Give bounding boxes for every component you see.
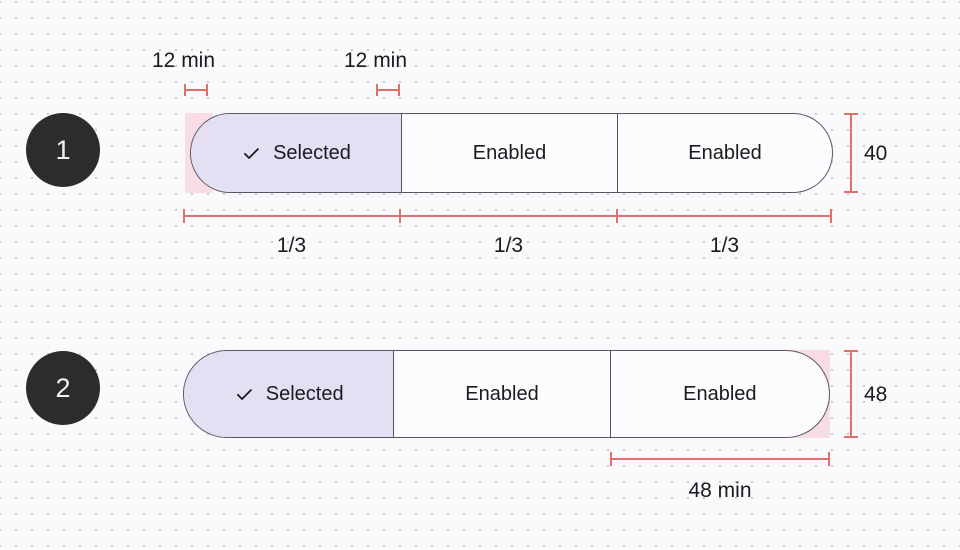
- segment-label: Enabled: [683, 382, 757, 405]
- row1-third-label-a: 1/3: [276, 234, 307, 257]
- row1-third-label-c: 1/3: [709, 234, 740, 257]
- segment-label: Selected: [265, 382, 344, 405]
- row2-segment-width-ruler: [610, 452, 830, 466]
- row2-height-label: 48: [864, 383, 888, 406]
- step-badge-1: 1: [26, 113, 100, 187]
- row1-third-label-b: 1/3: [493, 234, 524, 257]
- step-badge-2: 2: [26, 351, 100, 425]
- check-icon: [244, 147, 259, 159]
- segmented-button-group-2: Selected Enabled Enabled: [183, 350, 830, 438]
- segment-enabled-2b[interactable]: Enabled: [393, 351, 609, 437]
- ruler-divider-tick: [616, 209, 618, 223]
- check-icon: [236, 388, 252, 400]
- row1-height-label: 40: [864, 142, 888, 165]
- row1-thirds-ruler: [183, 209, 832, 223]
- row2-height-dimension-line: [844, 350, 858, 438]
- segment-label: Enabled: [465, 382, 539, 405]
- row2-segment-width-label: 48 min: [688, 479, 752, 502]
- row1-padding-inner-label: 12 min: [344, 49, 408, 72]
- segment-enabled-1b[interactable]: Enabled: [401, 114, 617, 192]
- segment-enabled-1c[interactable]: Enabled: [617, 114, 832, 192]
- segmented-button-group-1: Selected Enabled Enabled: [190, 113, 833, 193]
- segment-selected-1[interactable]: Selected: [191, 114, 401, 192]
- segment-selected-2[interactable]: Selected: [184, 351, 394, 437]
- row1-height-dimension-line: [844, 113, 858, 193]
- row1-padding-inner-tick: [376, 84, 400, 96]
- ruler-divider-tick: [399, 209, 401, 223]
- row1-padding-left-label: 12 min: [152, 49, 216, 72]
- segment-label: Enabled: [472, 141, 547, 164]
- segment-label: Selected: [273, 141, 351, 164]
- row1-padding-left-tick: [184, 84, 208, 96]
- segment-label: Enabled: [688, 141, 762, 164]
- segment-enabled-2c[interactable]: Enabled: [609, 351, 829, 437]
